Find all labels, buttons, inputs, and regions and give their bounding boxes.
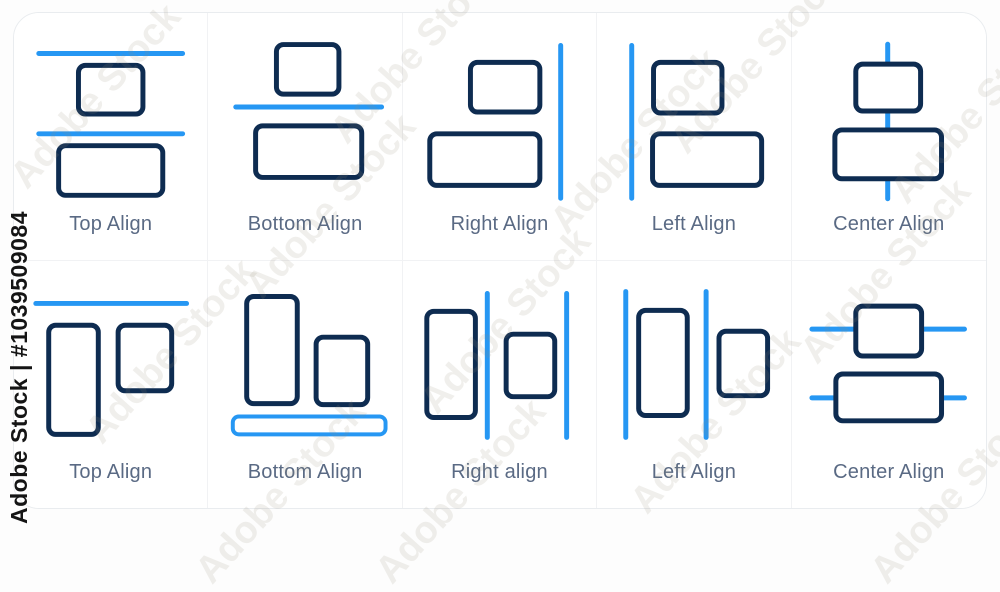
right-align-two-lines-icon	[424, 290, 569, 440]
icon-card-left-align: Left Align	[597, 13, 792, 261]
icon-label: Bottom Align	[247, 213, 363, 235]
icon-card-top-align: Top Align	[14, 13, 209, 261]
icon-label: Left Align	[651, 460, 737, 483]
icon-label: Right align	[451, 460, 548, 483]
icon-card-bottom-align-vertical: Bottom Align	[208, 260, 403, 508]
stock-credit-text: Adobe Stock | #1039509084	[6, 211, 32, 524]
top-align-horizontal-icon	[36, 50, 186, 198]
icon-label: Top Align	[69, 213, 153, 235]
icon-card-right-align: Right Align	[402, 13, 598, 261]
icon-card-center-align: Center Align	[791, 13, 986, 261]
center-align-horizontal-line-icon	[809, 303, 967, 423]
icon-card-top-align-vertical: Top Align	[14, 260, 209, 508]
icon-card-left-align-vertical: Left Align	[597, 260, 792, 508]
icon-card-right-align-vertical: Right align	[402, 260, 598, 508]
icon-label: Center Align	[833, 213, 945, 235]
icon-label: Left Align	[651, 213, 737, 235]
icon-label: Bottom Align	[247, 460, 363, 483]
icon-label: Center Align	[833, 460, 945, 483]
bottom-align-horizontal-icon	[233, 42, 385, 180]
left-align-two-lines-icon	[623, 288, 771, 440]
top-align-vertical-icon	[33, 300, 190, 437]
icon-card-bottom-align: Bottom Align	[208, 13, 403, 261]
icon-card-center-align-horizontal: Center Align	[791, 260, 986, 508]
right-align-icon	[427, 43, 563, 201]
icon-label: Right Align	[450, 213, 549, 235]
bottom-align-vertical-icon	[231, 293, 388, 436]
icon-label: Top Align	[69, 460, 153, 483]
left-align-icon	[629, 43, 765, 201]
icon-set-panel: Top Align Bottom Align Right Align Left …	[13, 12, 987, 509]
center-align-vertical-line-icon	[831, 41, 944, 202]
